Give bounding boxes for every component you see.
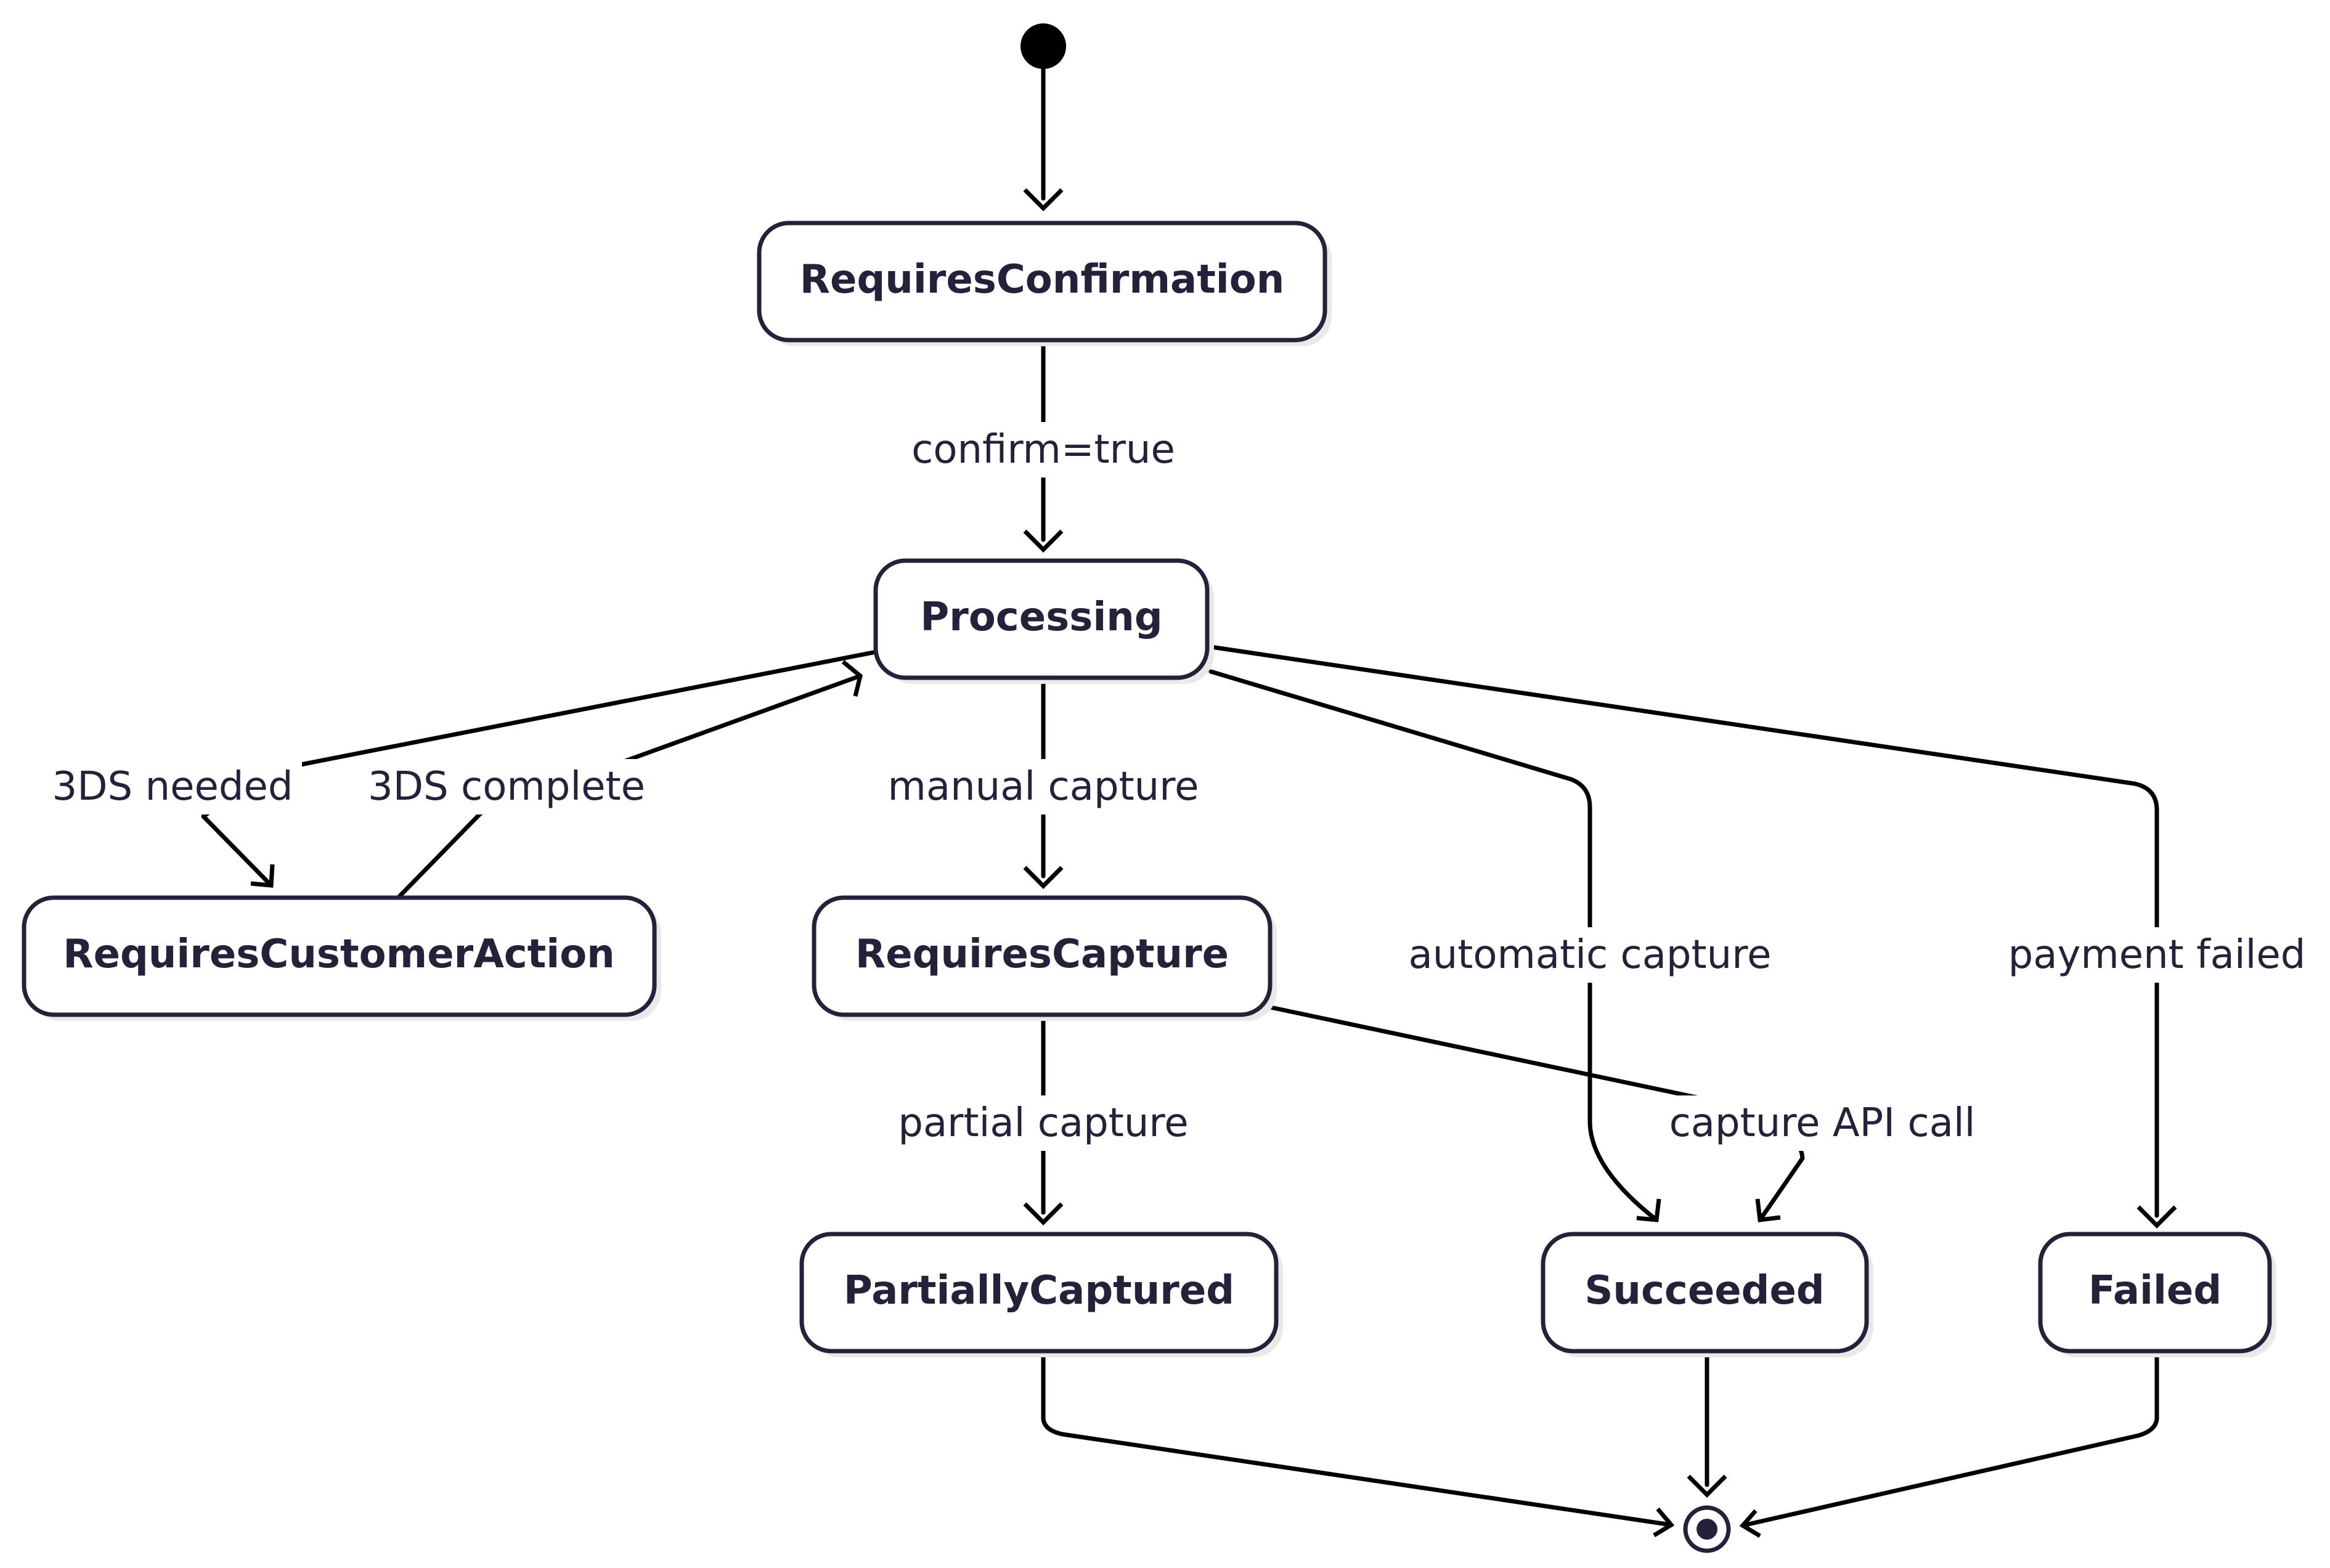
label-automatic-capture: automatic capture — [1387, 927, 1793, 983]
edge-label-text: confirm=true — [911, 427, 1175, 473]
edge-label-text: capture API call — [1669, 1100, 1976, 1146]
arrowhead — [2137, 1205, 2177, 1229]
state-label: RequiresCapture — [855, 932, 1229, 977]
label-capture-api-call: capture API call — [1647, 1095, 1998, 1151]
edge-label-text: automatic capture — [1409, 932, 1772, 978]
label-manual-capture: manual capture — [872, 759, 1215, 814]
edge-label-text: partial capture — [898, 1100, 1188, 1146]
arrowhead — [1653, 1507, 1675, 1537]
edge-label-text: manual capture — [888, 764, 1199, 810]
arrowhead — [841, 660, 863, 697]
arrowhead — [1023, 188, 1064, 211]
final-state-marker — [1683, 1505, 1731, 1553]
arrowhead — [1739, 1509, 1761, 1538]
edge-payment-failed — [1208, 644, 2159, 1218]
arrowhead — [1023, 866, 1064, 889]
transition-labels: confirm=true 3DS needed 3DS complete man… — [43, 422, 2321, 1151]
arrowhead — [1687, 1474, 1727, 1498]
arrowhead — [1636, 1198, 1661, 1222]
edge-partially-captured-to-end — [1041, 1352, 1674, 1527]
state-label: Failed — [2088, 1268, 2222, 1314]
state-requires-confirmation: RequiresConfirmation — [757, 221, 1332, 346]
state-label: Processing — [920, 595, 1162, 640]
state-label: RequiresCustomerAction — [63, 932, 614, 977]
edge-label-text: 3DS complete — [368, 764, 645, 810]
arrowhead — [1023, 1202, 1064, 1225]
state-succeeded: Succeeded — [1541, 1232, 1873, 1357]
label-3ds-complete: 3DS complete — [354, 759, 659, 814]
label-payment-failed: payment failed — [1992, 927, 2321, 983]
state-requires-capture: RequiresCapture — [812, 895, 1277, 1021]
label-confirm-true: confirm=true — [897, 422, 1191, 477]
arrowhead — [250, 864, 275, 888]
state-partially-captured: PartiallyCaptured — [799, 1232, 1283, 1357]
edge-failed-to-end — [1740, 1352, 2159, 1528]
label-partial-capture: partial capture — [875, 1095, 1212, 1151]
state-label: Succeeded — [1584, 1268, 1824, 1314]
state-failed: Failed — [2038, 1232, 2276, 1357]
label-3ds-needed: 3DS needed — [43, 759, 302, 814]
arrowhead — [1023, 529, 1064, 553]
state-processing: Processing — [873, 558, 1214, 684]
initial-state-marker — [1020, 23, 1066, 69]
state-label: PartiallyCaptured — [844, 1268, 1234, 1314]
state-label: RequiresConfirmation — [800, 257, 1285, 303]
arrowhead — [1755, 1198, 1781, 1222]
edge-label-text: 3DS needed — [52, 764, 293, 810]
state-requires-customer-action: RequiresCustomerAction — [22, 895, 661, 1021]
edge-label-text: payment failed — [2008, 932, 2306, 978]
edge-automatic-capture — [1208, 669, 1659, 1222]
